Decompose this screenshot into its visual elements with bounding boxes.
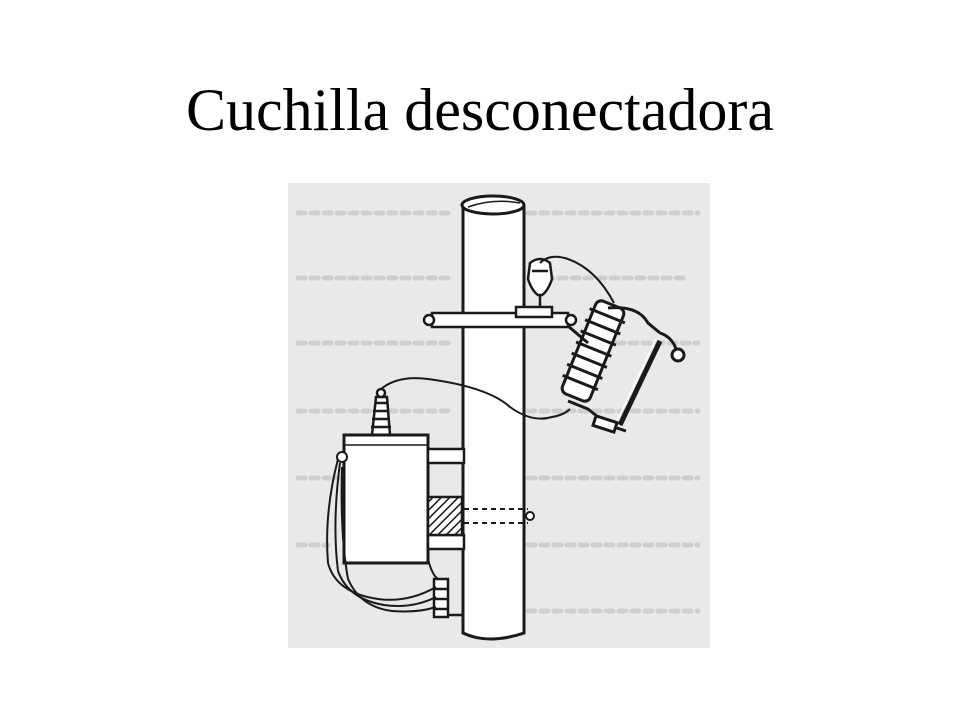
pin-insulator: [526, 257, 554, 307]
lower-terminal-block: [432, 577, 464, 619]
disconnect-switch-illustration: [288, 183, 710, 648]
slide-title: Cuchilla desconectadora: [185, 77, 775, 143]
conductors: [326, 255, 615, 613]
mounting-block: [426, 495, 535, 537]
fuse-cutout-insulator: [560, 299, 686, 435]
illustration-svg: [288, 183, 710, 648]
utility-pole: [460, 194, 526, 641]
upper-crossarm: [422, 305, 578, 329]
bleed-through-marks: [295, 210, 701, 614]
